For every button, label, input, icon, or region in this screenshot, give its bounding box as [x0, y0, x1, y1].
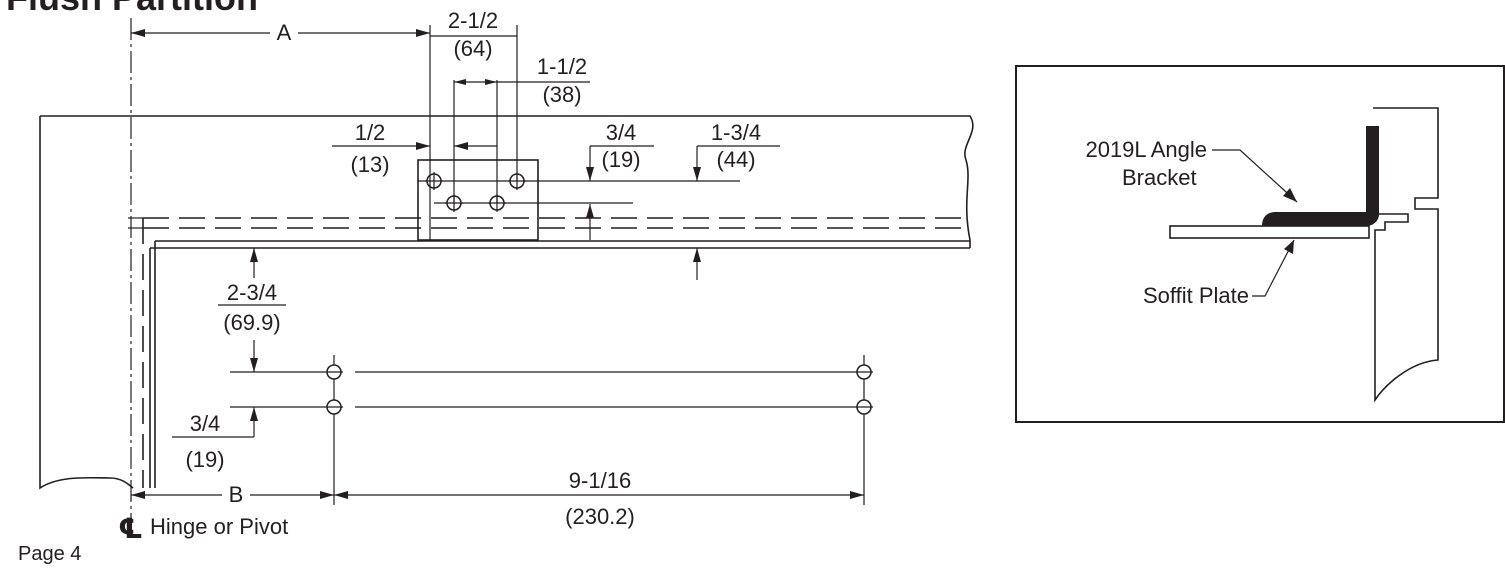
soffit-outline — [39, 115, 974, 490]
detail-inset: 2019L Angle Bracket Soffit Plate — [1015, 65, 1505, 423]
hole-offset-fraction: 1/2 — [355, 120, 386, 145]
centerline-symbol: ℄ — [118, 513, 143, 544]
lower-spacing-metric: (19) — [185, 447, 224, 472]
dimension-lower-row: 1-3/4 (44) — [693, 120, 780, 280]
mounting-plate — [417, 159, 539, 241]
dimension-b: B — [131, 482, 334, 507]
centerline-label: Hinge or Pivot — [150, 514, 288, 539]
dimension-upper-row: 3/4 (19) — [586, 120, 654, 240]
lower-row-fraction: 1-3/4 — [711, 120, 761, 145]
lower-hole-pattern — [230, 355, 873, 505]
page-label: Page 4 — [18, 543, 81, 565]
plate-holes — [418, 172, 740, 212]
plate-width-fraction: 2-1/2 — [448, 8, 498, 33]
dimension-soffit-drop: 2-3/4 (69.9) — [218, 248, 286, 372]
horizontal-span-fraction: 9-1/16 — [569, 468, 631, 493]
dimension-horizontal-span: 9-1/16 (230.2) — [334, 468, 864, 529]
soffit-drop-fraction: 2-3/4 — [227, 280, 277, 305]
dimension-plate-width: 2-1/2 (64) — [430, 8, 517, 61]
angle-bracket-shape — [1262, 126, 1379, 226]
page-title: Flush Partition — [6, 0, 258, 18]
hole-spacing-metric: (38) — [542, 82, 581, 107]
soffit-drop-metric: (69.9) — [223, 310, 280, 335]
angle-bracket-label: 2019L Angle — [1085, 137, 1207, 162]
hole-offset-metric: (13) — [350, 152, 389, 177]
dimension-a: A — [131, 20, 430, 45]
dimension-a-label: A — [277, 20, 292, 45]
dimension-hole-offset: 1/2 (13) — [332, 120, 497, 177]
dimension-lower-spacing: 3/4 (19) — [172, 407, 258, 472]
upper-row-fraction: 3/4 — [606, 120, 637, 145]
soffit-plate-shape — [1169, 225, 1370, 239]
dimension-b-label: B — [229, 482, 244, 507]
soffit-plate-label: Soffit Plate — [1143, 283, 1249, 308]
upper-row-metric: (19) — [601, 147, 640, 172]
lower-spacing-fraction: 3/4 — [190, 411, 221, 436]
plate-width-metric: (64) — [453, 36, 492, 61]
dimension-hole-spacing: 1-1/2 (38) — [454, 54, 590, 107]
angle-bracket-label-line2: Bracket — [1122, 165, 1197, 190]
lower-row-metric: (44) — [716, 147, 755, 172]
horizontal-span-metric: (230.2) — [565, 504, 635, 529]
hole-spacing-fraction: 1-1/2 — [537, 54, 587, 79]
